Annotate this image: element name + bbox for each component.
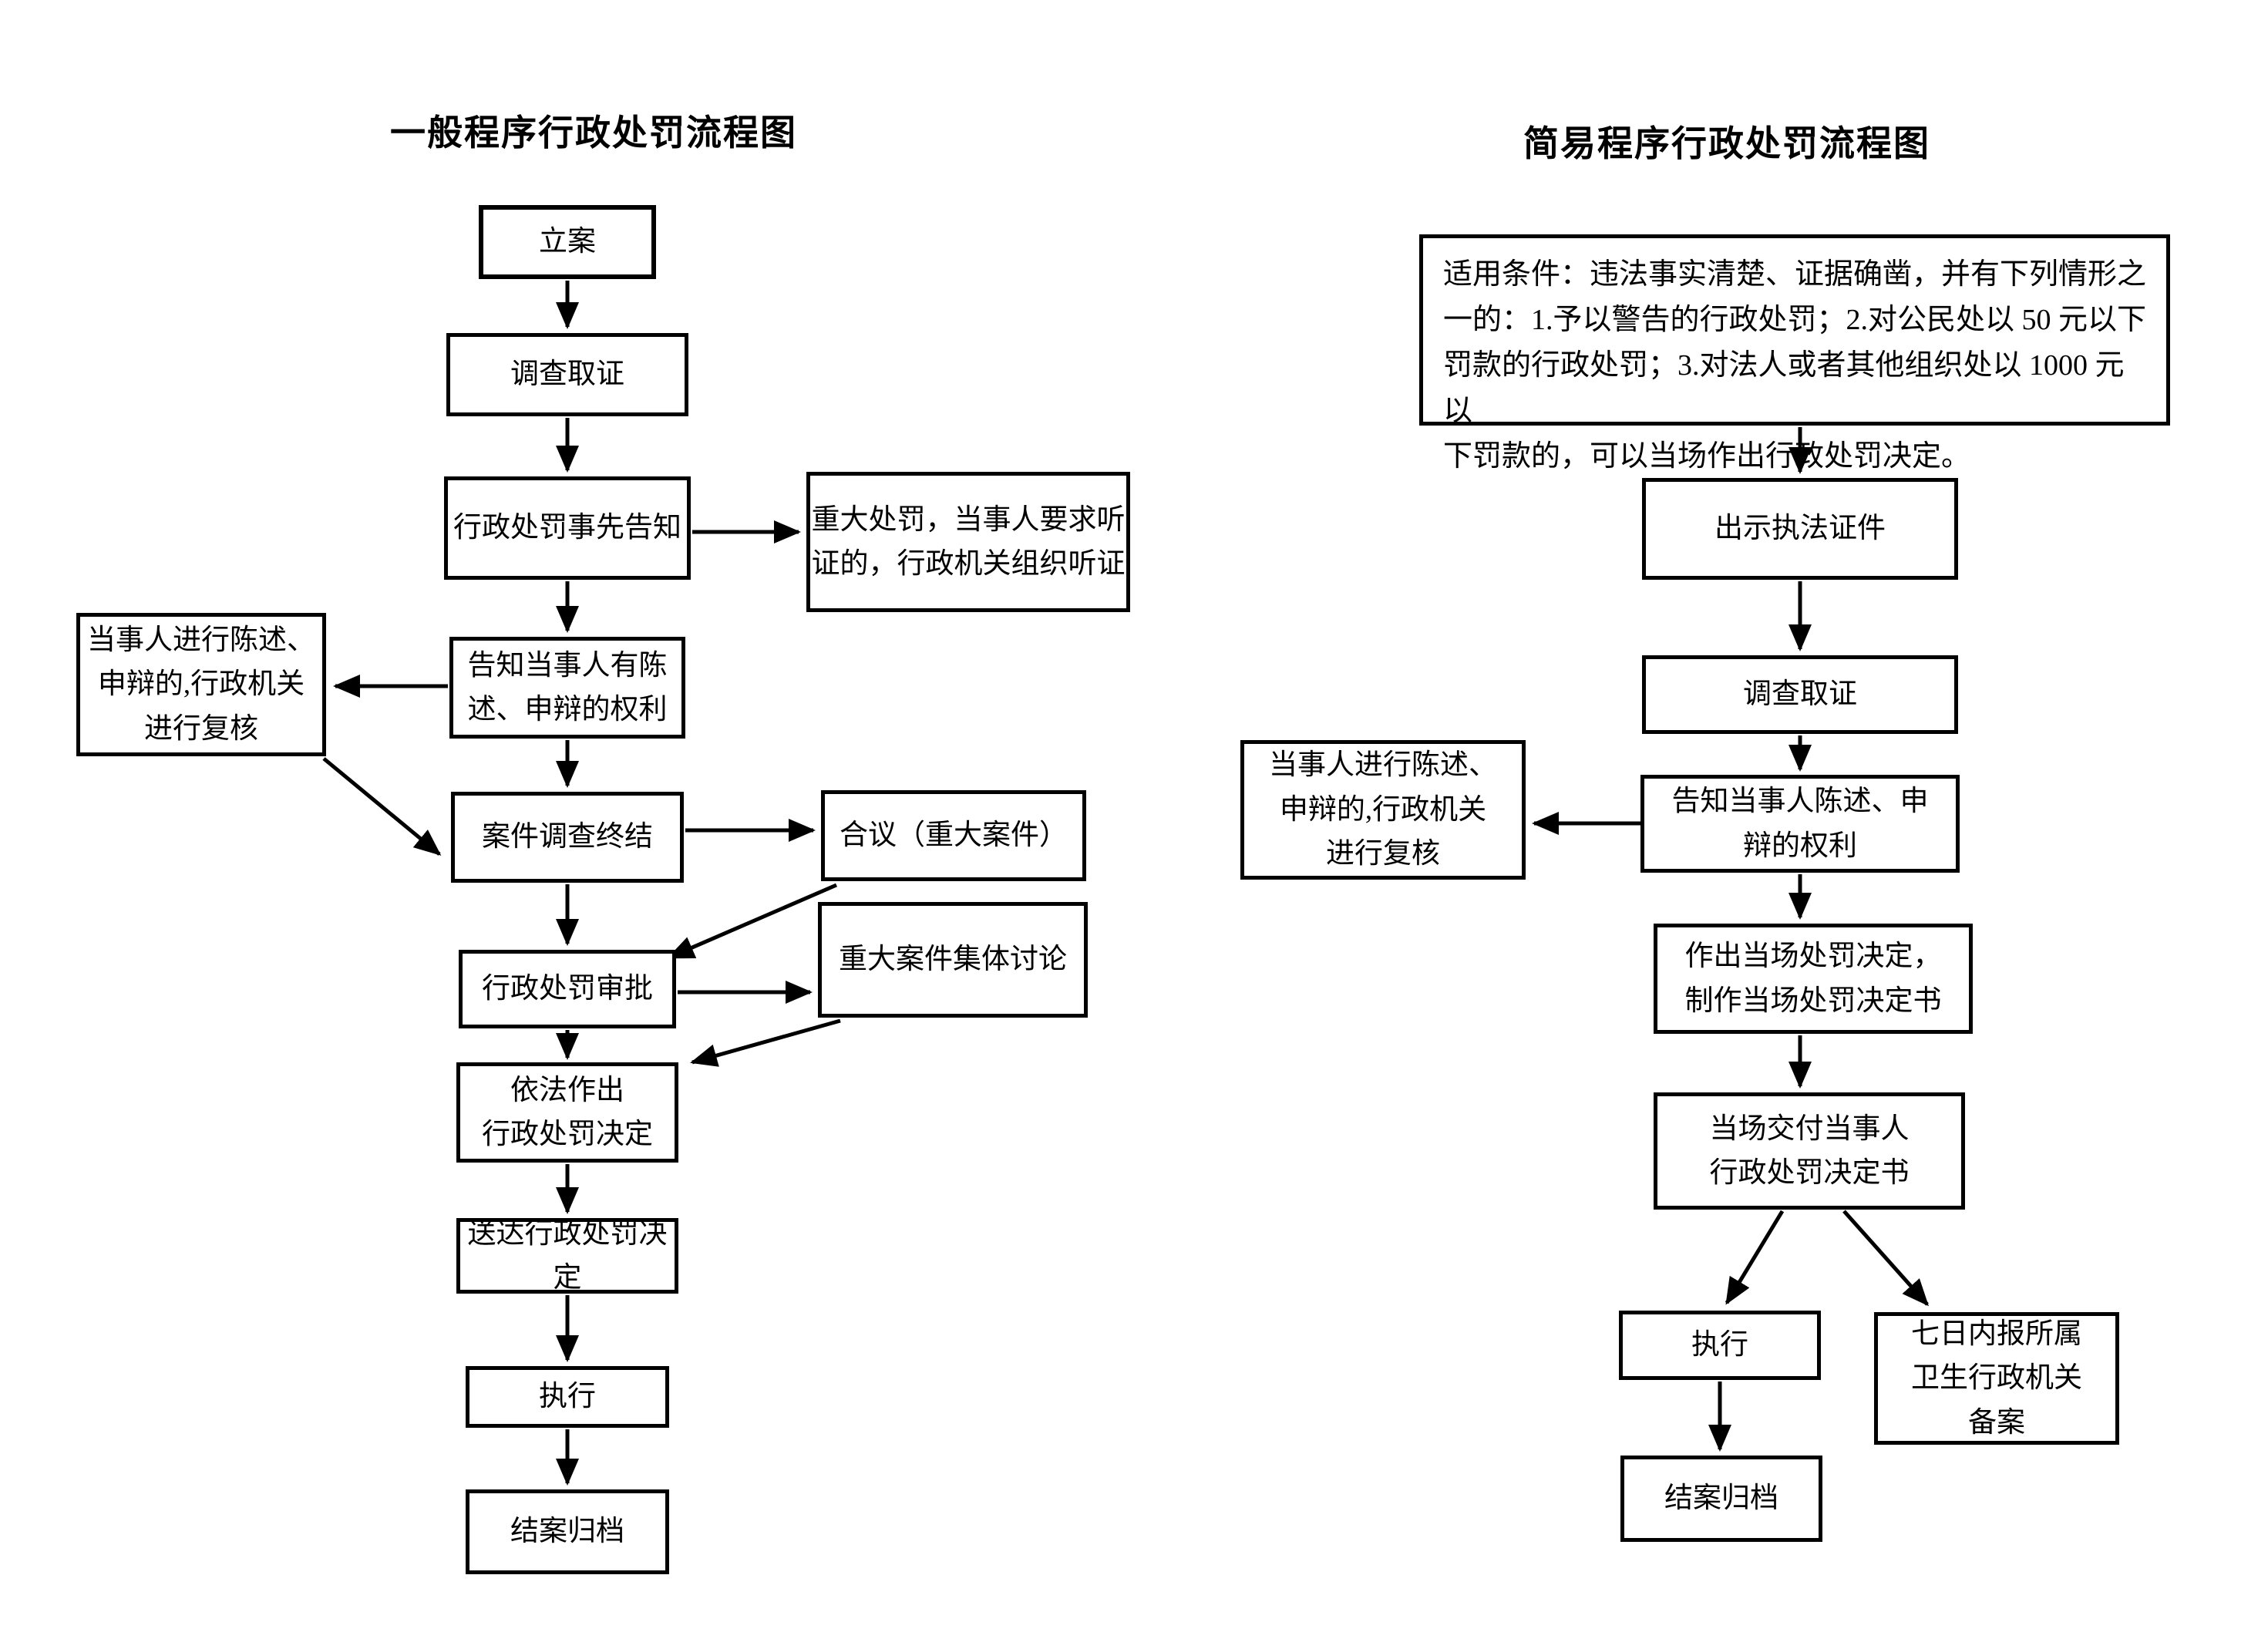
arrow-discussion-makedecision (690, 1018, 841, 1067)
arrow-deliveronspot-reportfiling (1842, 1210, 1929, 1307)
node-close-file-right: 结案归档 (1620, 1456, 1822, 1542)
left-chart-title: 一般程序行政处罚流程图 (390, 113, 797, 153)
node-on-spot-decision: 作出当场处罚决定， 制作当场处罚决定书 (1654, 924, 1973, 1034)
arrow-review-concluded (322, 757, 442, 856)
node-report-filing: 七日内报所属 卫生行政机关 备案 (1874, 1312, 2119, 1445)
node-close-file-left: 结案归档 (466, 1489, 669, 1574)
node-execute-left: 执行 (466, 1366, 669, 1428)
node-collegial-panel: 合议（重大案件） (821, 790, 1086, 881)
node-collective-discussion: 重大案件集体讨论 (818, 902, 1088, 1018)
node-deliver-on-spot: 当场交付当事人 行政处罚决定书 (1654, 1092, 1965, 1210)
arrow-deliveronspot-execute-r (1725, 1210, 1785, 1305)
node-execute-right: 执行 (1619, 1311, 1821, 1380)
node-hearing-note: 重大处罚，当事人要求听 证的，行政机关组织听证 (806, 472, 1130, 612)
node-investigate: 调查取证 (446, 333, 688, 416)
right-chart-title: 简易程序行政处罚流程图 (1523, 123, 1930, 163)
node-penalty-approval: 行政处罚审批 (459, 950, 676, 1028)
node-prior-notice: 行政处罚事先告知 (444, 476, 691, 580)
node-review-note-right: 当事人进行陈述、 申辩的,行政机关 进行复核 (1240, 740, 1526, 880)
node-file-case: 立案 (479, 205, 656, 279)
node-notify-rights-right: 告知当事人陈述、申 辩的权利 (1640, 775, 1960, 873)
node-make-decision: 依法作出 行政处罚决定 (456, 1062, 678, 1163)
node-investigation-concluded: 案件调查终结 (451, 792, 684, 883)
arrow-collegial-approval (667, 883, 837, 960)
node-review-note-left: 当事人进行陈述、 申辩的,行政机关 进行复核 (76, 613, 326, 756)
node-notify-rights: 告知当事人有陈 述、申辩的权利 (449, 637, 685, 739)
node-deliver-decision: 送达行政处罚决定 (456, 1218, 678, 1294)
node-conditions: 适用条件：违法事实清楚、证据确凿，并有下列情形之 一的：1.予以警告的行政处罚；… (1419, 234, 2170, 473)
node-investigate-right: 调查取证 (1642, 655, 1958, 734)
node-show-credentials: 出示执法证件 (1642, 478, 1958, 580)
